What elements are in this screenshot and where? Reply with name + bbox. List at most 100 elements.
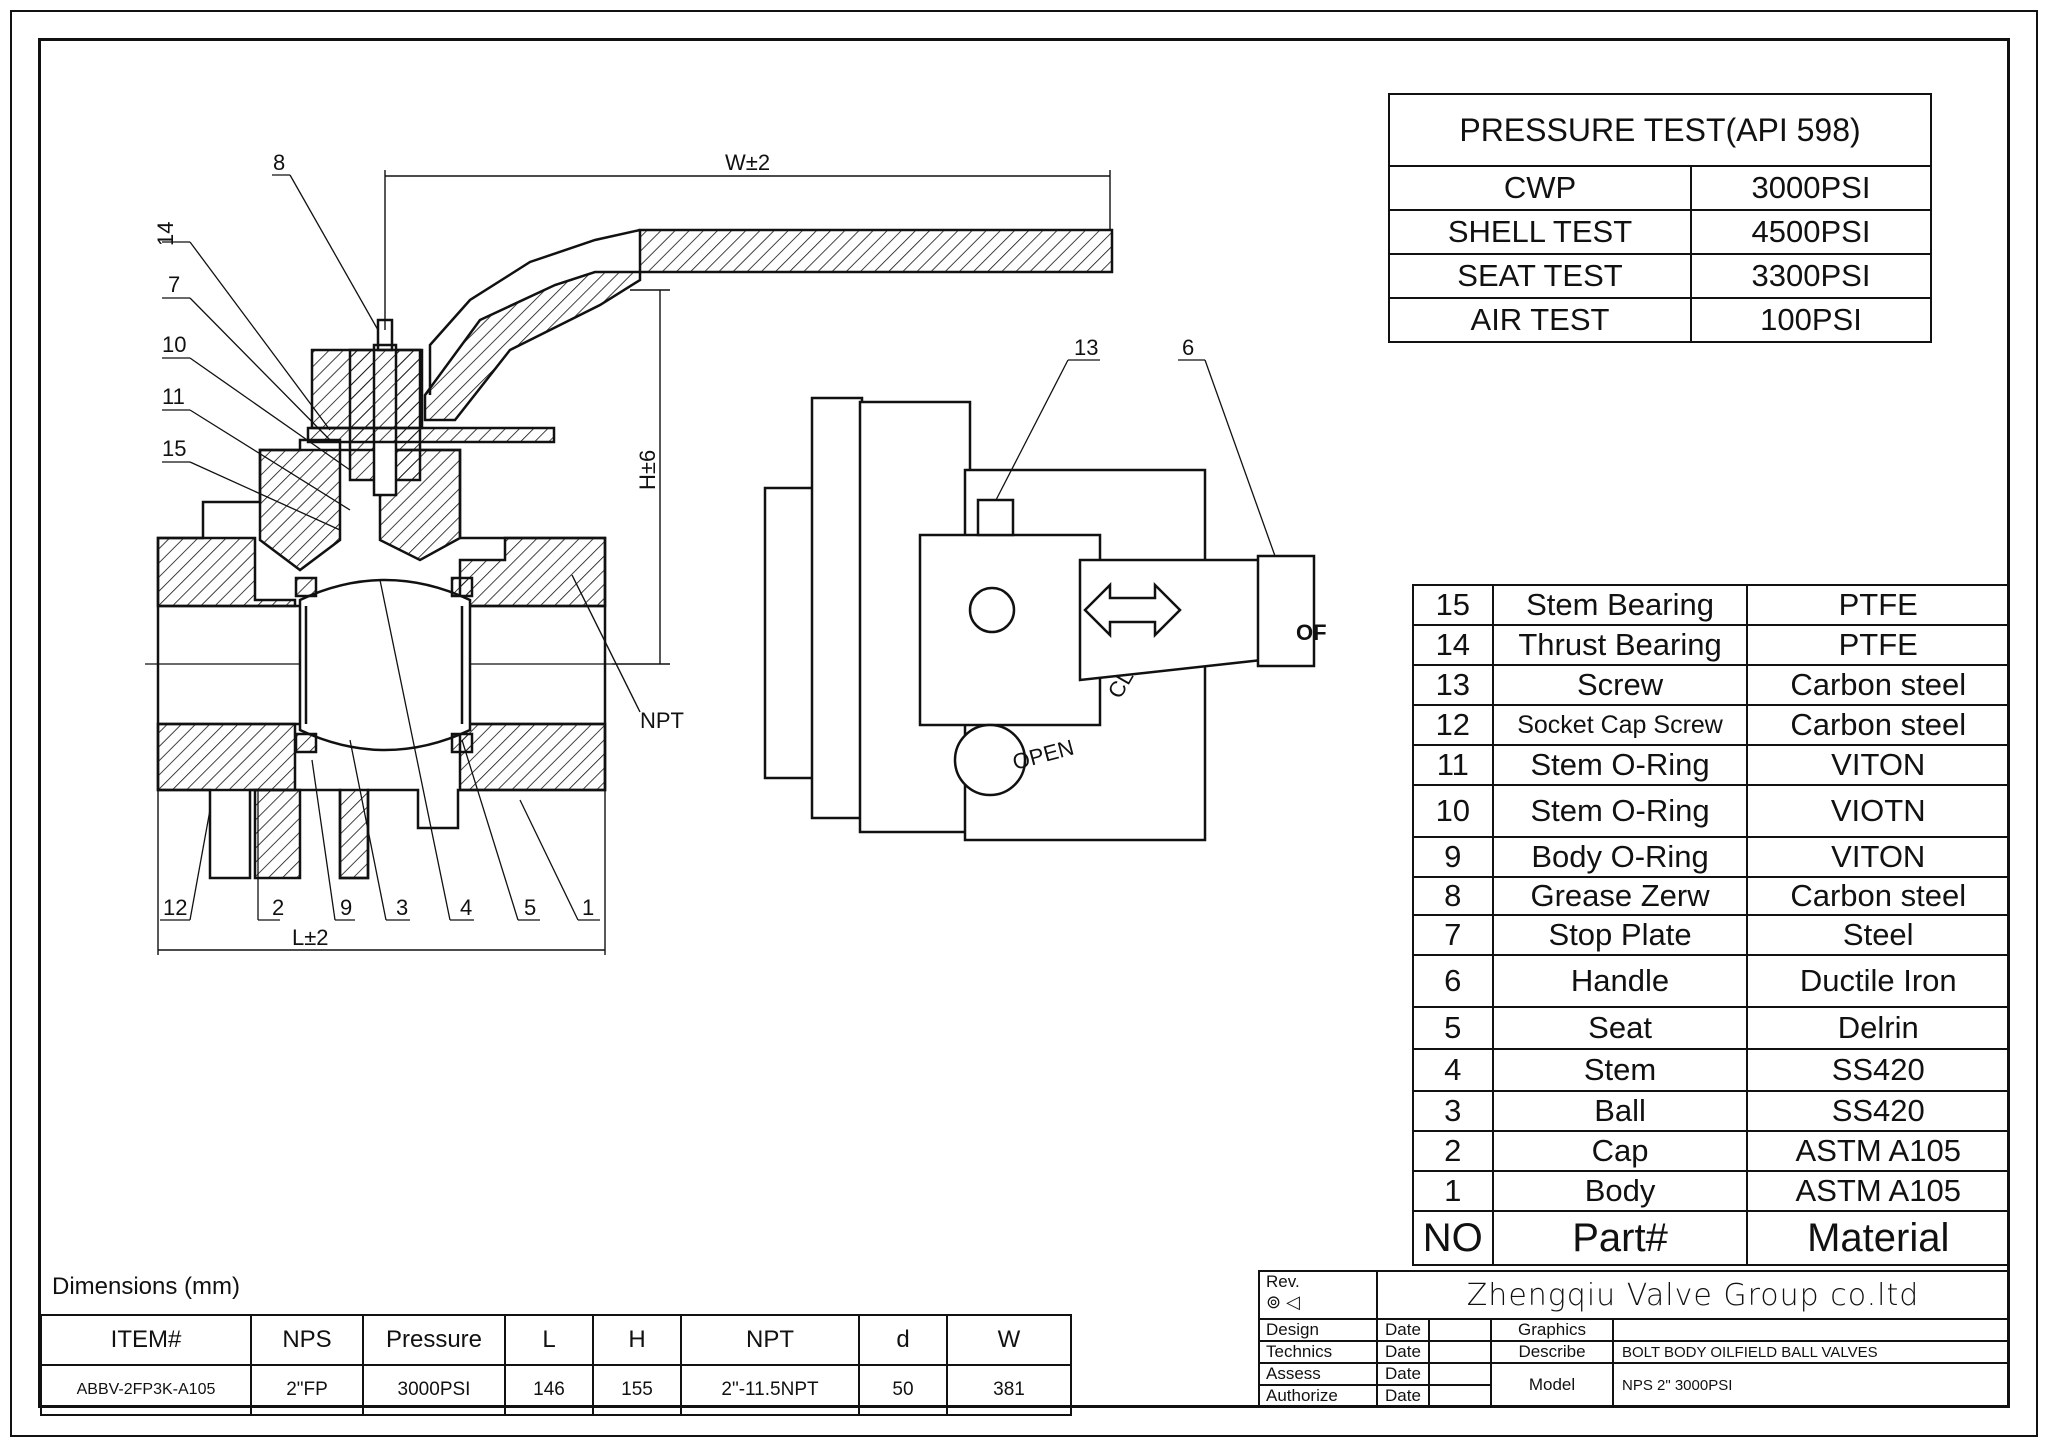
pressure-test-value: 4500PSI: [1690, 209, 1932, 255]
company-name: Zhengqiu Valve Group co.ltd: [1376, 1270, 2010, 1320]
part-name: Grease Zerw: [1491, 876, 1749, 916]
part-number: 9: [1412, 836, 1494, 878]
part-number: 12: [1412, 704, 1494, 746]
dim-cell: 381: [946, 1364, 1072, 1416]
callout-12: 12: [163, 895, 187, 920]
rev-cell: Rev. ⊚ ◁: [1258, 1270, 1378, 1320]
dim-header: Pressure: [362, 1314, 506, 1366]
part-material: ASTM A105: [1746, 1170, 2010, 1212]
callout-5: 5: [524, 895, 536, 920]
part-material: PTFE: [1746, 624, 2010, 666]
date-value: [1428, 1340, 1492, 1364]
assess-label: Assess: [1258, 1362, 1378, 1386]
pressure-test-title: PRESSURE TEST(API 598): [1388, 93, 1932, 167]
part-material: Steel: [1746, 914, 2010, 956]
part-material: ASTM A105: [1746, 1130, 2010, 1172]
part-name: Thrust Bearing: [1491, 624, 1749, 666]
callout-7: 7: [168, 272, 180, 297]
part-number: 1: [1412, 1170, 1494, 1212]
dim-cell: ABBV-2FP3K-A105: [40, 1364, 252, 1416]
describe-value: BOLT BODY OILFIELD BALL VALVES: [1612, 1340, 2010, 1364]
model-label: Model: [1490, 1362, 1614, 1408]
dim-header: NPS: [250, 1314, 364, 1366]
npt-label: NPT: [640, 708, 684, 733]
part-material: VITON: [1746, 836, 2010, 878]
callout-9: 9: [340, 895, 352, 920]
dim-header: d: [858, 1314, 948, 1366]
part-name: Stem: [1491, 1048, 1749, 1092]
callout-1: 1: [582, 895, 594, 920]
part-name: Cap: [1491, 1130, 1749, 1172]
design-label: Design: [1258, 1318, 1378, 1342]
l-dimension-label: L±2: [292, 925, 329, 950]
callout-14: 14: [153, 222, 178, 246]
callout-numbers: 8 14 7 10 11 15 13 6 12 2 9 3 4 5 1: [153, 150, 1194, 920]
part-name: Stem O-Ring: [1491, 744, 1749, 786]
part-number: 14: [1412, 624, 1494, 666]
date-label: Date: [1376, 1362, 1430, 1386]
callout-10: 10: [162, 332, 186, 357]
date-label: Date: [1376, 1340, 1430, 1364]
rev-label: Rev.: [1266, 1272, 1300, 1291]
dimension-h: [612, 289, 670, 665]
part-number: 7: [1412, 914, 1494, 956]
part-name: Screw: [1491, 664, 1749, 706]
h-dimension-label: H±6: [635, 450, 660, 490]
off-marking: OF: [1296, 620, 1327, 645]
callout-15: 15: [162, 436, 186, 461]
model-value: NPS 2" 3000PSI: [1612, 1362, 2010, 1408]
part-name: Stop Plate: [1491, 914, 1749, 956]
part-name: Ball: [1491, 1090, 1749, 1132]
section-view: [145, 228, 1114, 880]
pressure-test-label: SEAT TEST: [1388, 253, 1692, 299]
callout-leaders: [160, 174, 600, 921]
dim-cell: 50: [858, 1364, 948, 1416]
part-material: SS420: [1746, 1048, 2010, 1092]
part-name: Seat: [1491, 1006, 1749, 1050]
parts-header-material: Material: [1746, 1210, 2010, 1266]
describe-label: Describe: [1490, 1340, 1614, 1364]
part-material: Carbon steel: [1746, 876, 2010, 916]
part-number: 5: [1412, 1006, 1494, 1050]
pressure-test-value: 3300PSI: [1690, 253, 1932, 299]
dim-cell: 2"FP: [250, 1364, 364, 1416]
part-material: PTFE: [1746, 584, 2010, 626]
callout-3: 3: [396, 895, 408, 920]
authorize-label: Authorize: [1258, 1384, 1378, 1408]
dim-header: L: [504, 1314, 594, 1366]
part-name: Socket Cap Screw: [1491, 704, 1749, 746]
date-value: [1428, 1384, 1492, 1408]
part-material: VIOTN: [1746, 784, 2010, 838]
w-dimension-label: W±2: [725, 150, 770, 175]
date-label: Date: [1376, 1384, 1430, 1408]
part-number: 13: [1412, 664, 1494, 706]
callout-11: 11: [162, 384, 185, 409]
part-material: Delrin: [1746, 1006, 2010, 1050]
part-number: 8: [1412, 876, 1494, 916]
dim-cell: 146: [504, 1364, 594, 1416]
dim-cell: 3000PSI: [362, 1364, 506, 1416]
side-view: [763, 396, 1316, 842]
dim-header: W: [946, 1314, 1072, 1366]
dimension-l: [157, 790, 606, 955]
part-number: 10: [1412, 784, 1494, 838]
part-name: Stem O-Ring: [1491, 784, 1749, 838]
part-material: Ductile Iron: [1746, 954, 2010, 1008]
date-value: [1428, 1318, 1492, 1342]
part-number: 15: [1412, 584, 1494, 626]
part-material: VITON: [1746, 744, 2010, 786]
pressure-test-label: SHELL TEST: [1388, 209, 1692, 255]
pressure-test-label: CWP: [1388, 165, 1692, 211]
pressure-test-value: 100PSI: [1690, 297, 1932, 343]
part-number: 2: [1412, 1130, 1494, 1172]
dim-header: ITEM#: [40, 1314, 252, 1366]
callout-8: 8: [273, 150, 285, 175]
part-material: SS420: [1746, 1090, 2010, 1132]
dimension-w: [384, 170, 1111, 330]
pressure-test-value: 3000PSI: [1690, 165, 1932, 211]
part-name: Body: [1491, 1170, 1749, 1212]
title-block: Rev. ⊚ ◁ Zhengqiu Valve Group co.ltd Des…: [1258, 1270, 2010, 1408]
